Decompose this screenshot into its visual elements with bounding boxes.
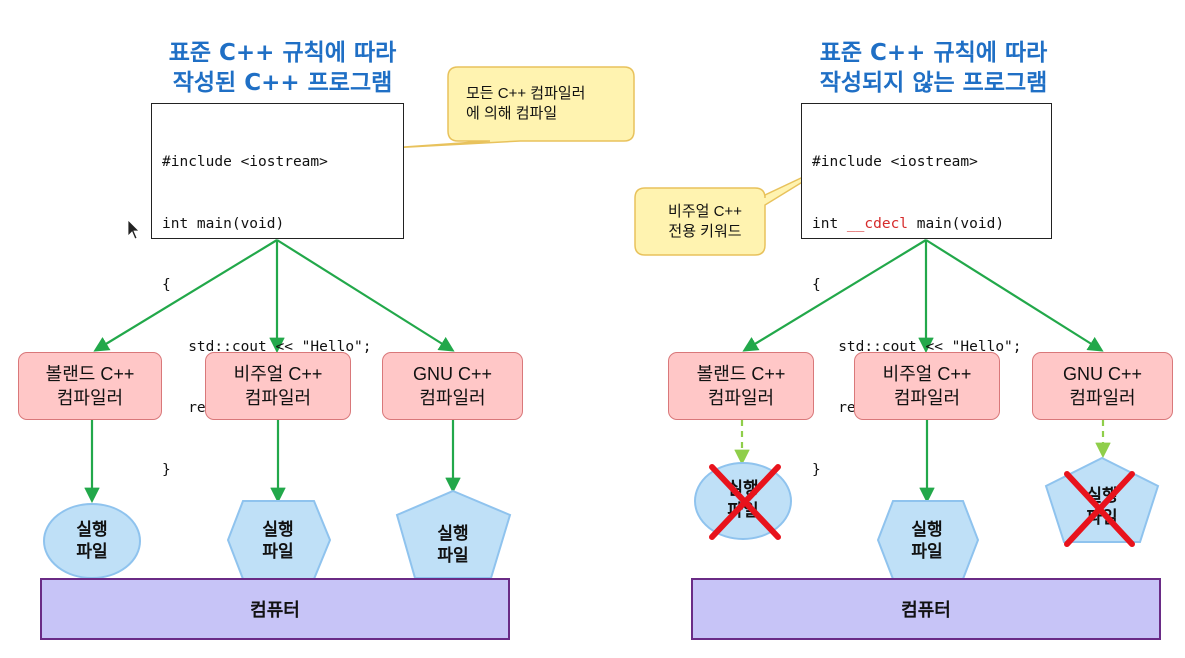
right-callout-text: 비주얼 C++ 전용 키워드	[668, 203, 742, 240]
right-code-line-1: #include <iostream>	[812, 154, 978, 170]
right-exe-label-2: 실행 파일	[911, 520, 943, 561]
left-compiler-borland: 볼랜드 C++ 컴파일러	[18, 352, 162, 420]
cross-icon-borland	[709, 464, 781, 540]
right-code-line-2: int __cdecl main(void)	[812, 214, 1041, 235]
right-compiler-borland: 볼랜드 C++ 컴파일러	[668, 352, 814, 420]
right-code-line-4: std::cout << "Hello";	[812, 338, 1022, 355]
left-arrows	[84, 239, 461, 504]
code-int-keyword: int	[812, 215, 847, 232]
left-title: 표준 C++ 규칙에 따라 작성된 C++ 프로그램	[168, 40, 397, 96]
right-code-line-3: {	[812, 277, 821, 293]
left-computer-bar: 컴퓨터	[40, 578, 510, 640]
left-callout	[389, 66, 635, 149]
right-arrows	[734, 239, 1111, 504]
left-code-box: #include <iostream> int main(void) { std…	[151, 103, 404, 478]
left-compiler-visual: 비주얼 C++ 컴파일러	[205, 352, 351, 420]
cdecl-keyword: __cdecl	[846, 215, 909, 232]
left-callout-text: 모든 C++ 컴파일러 에 의해 컴파일	[466, 85, 586, 122]
left-code-line-3: {	[162, 277, 171, 293]
right-callout	[634, 161, 836, 256]
right-title: 표준 C++ 규칙에 따라 작성되지 않는 프로그램	[819, 40, 1048, 96]
left-compiler-gnu: GNU C++ 컴파일러	[382, 352, 523, 420]
right-compiler-visual: 비주얼 C++ 컴파일러	[854, 352, 1000, 420]
left-code-line-6: }	[162, 461, 171, 478]
right-computer-bar: 컴퓨터	[691, 578, 1161, 640]
left-exe-label-3: 실행 파일	[437, 524, 469, 565]
cross-icon-gnu	[1064, 471, 1135, 547]
left-exe-label-2: 실행 파일	[262, 520, 294, 561]
right-compiler-gnu: GNU C++ 컴파일러	[1032, 352, 1173, 420]
left-code-line-1: #include <iostream>	[162, 154, 328, 170]
left-code-line-2: int main(void)	[162, 215, 285, 232]
left-code-line-4: std::cout << "Hello";	[162, 338, 372, 355]
right-code-box: #include <iostream> int __cdecl main(voi…	[801, 103, 1052, 478]
code-main-signature: main(void)	[908, 215, 1005, 232]
left-exe-label-1: 실행 파일	[76, 520, 108, 561]
right-code-line-6: }	[812, 461, 821, 478]
